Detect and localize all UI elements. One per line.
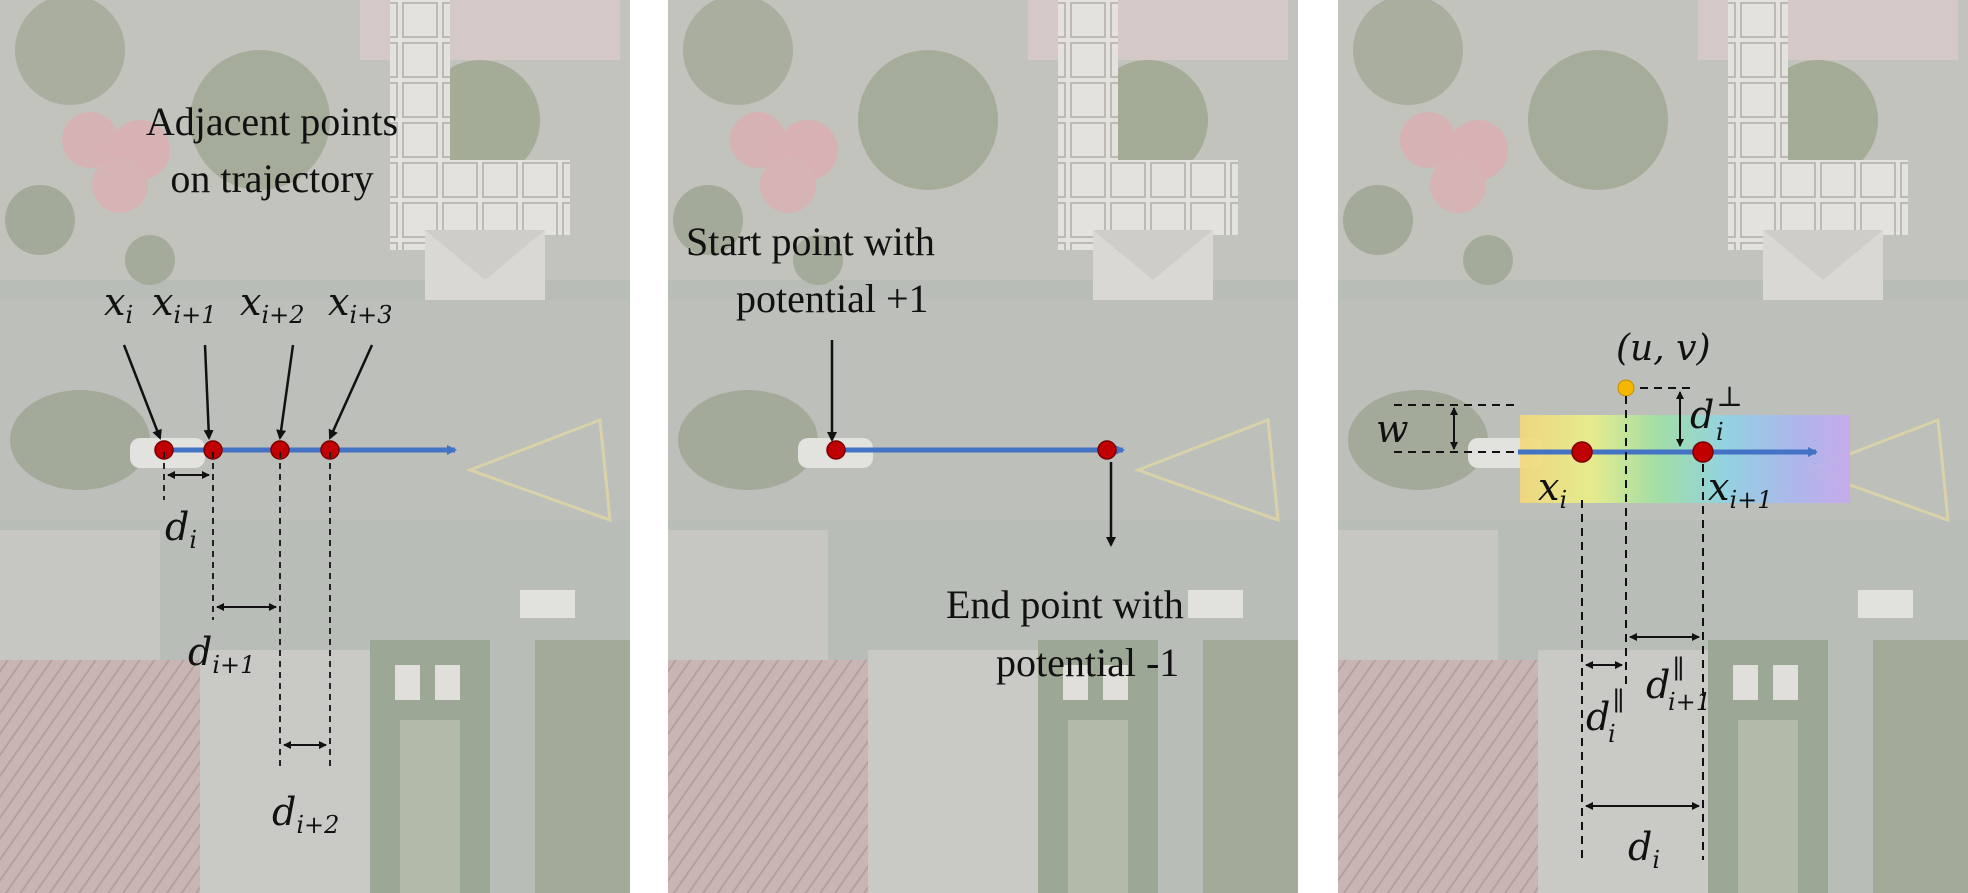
point-xi2 bbox=[270, 440, 290, 460]
label-xi3: xi+3 bbox=[328, 280, 393, 329]
label-xi1: xi+1 bbox=[152, 280, 217, 329]
caption-adjacent-line2: on trajectory bbox=[170, 156, 373, 201]
label-xi: xi bbox=[104, 280, 133, 329]
point-xi1 bbox=[1692, 441, 1714, 463]
label-par-di1: d∥ bbox=[1646, 655, 1684, 707]
parallel-guides bbox=[1581, 396, 1704, 860]
end-point bbox=[1097, 440, 1117, 460]
point-xi3 bbox=[320, 440, 340, 460]
label-xi: xi bbox=[1538, 465, 1567, 514]
label-query-point: (u, v) bbox=[1616, 328, 1711, 369]
label-par-di: d∥ bbox=[1586, 687, 1624, 739]
label-perp-distance: d⊥ bbox=[1690, 380, 1743, 437]
label-xi1: xi+1 bbox=[1708, 465, 1773, 514]
start-caption-line2: potential +1 bbox=[736, 276, 929, 321]
point-xi1 bbox=[203, 440, 223, 460]
point-pointers bbox=[122, 344, 374, 440]
label-par-di-sub: i bbox=[1608, 720, 1616, 748]
label-w: w bbox=[1376, 407, 1409, 451]
distance-field-band bbox=[1520, 415, 1850, 503]
parallel-distance-arrows bbox=[1585, 633, 1700, 810]
label-total-di: di bbox=[1628, 825, 1660, 874]
label-xi2: xi+2 bbox=[240, 280, 305, 329]
end-caption-line2: potential -1 bbox=[996, 640, 1179, 685]
distance-guides bbox=[163, 452, 331, 770]
label-di2: di+2 bbox=[272, 790, 339, 839]
label-di: di bbox=[165, 505, 197, 554]
start-caption-line1: Start point with bbox=[686, 219, 935, 264]
label-di1: di+1 bbox=[188, 630, 255, 679]
point-xi bbox=[1571, 441, 1593, 463]
width-indicator bbox=[1394, 404, 1520, 453]
label-par-di1-sub: i+1 bbox=[1668, 688, 1711, 716]
label-perp-sub: i bbox=[1716, 418, 1724, 446]
panel-potential: Start point with potential +1 End point … bbox=[668, 0, 1298, 893]
end-caption-line1: End point with bbox=[946, 582, 1184, 627]
point-xi bbox=[154, 440, 174, 460]
panel-distance-field: w (u, v) d⊥ i xi xi+1 bbox=[1338, 0, 1968, 893]
start-point bbox=[826, 440, 846, 460]
trajectory-points bbox=[154, 440, 340, 460]
distance-arrows bbox=[167, 471, 327, 749]
panel-adjacent-points: Adjacent points on trajectory xi xi+1 xi… bbox=[0, 0, 630, 893]
query-point bbox=[1617, 379, 1635, 397]
caption-adjacent-line1: Adjacent points bbox=[146, 99, 398, 144]
